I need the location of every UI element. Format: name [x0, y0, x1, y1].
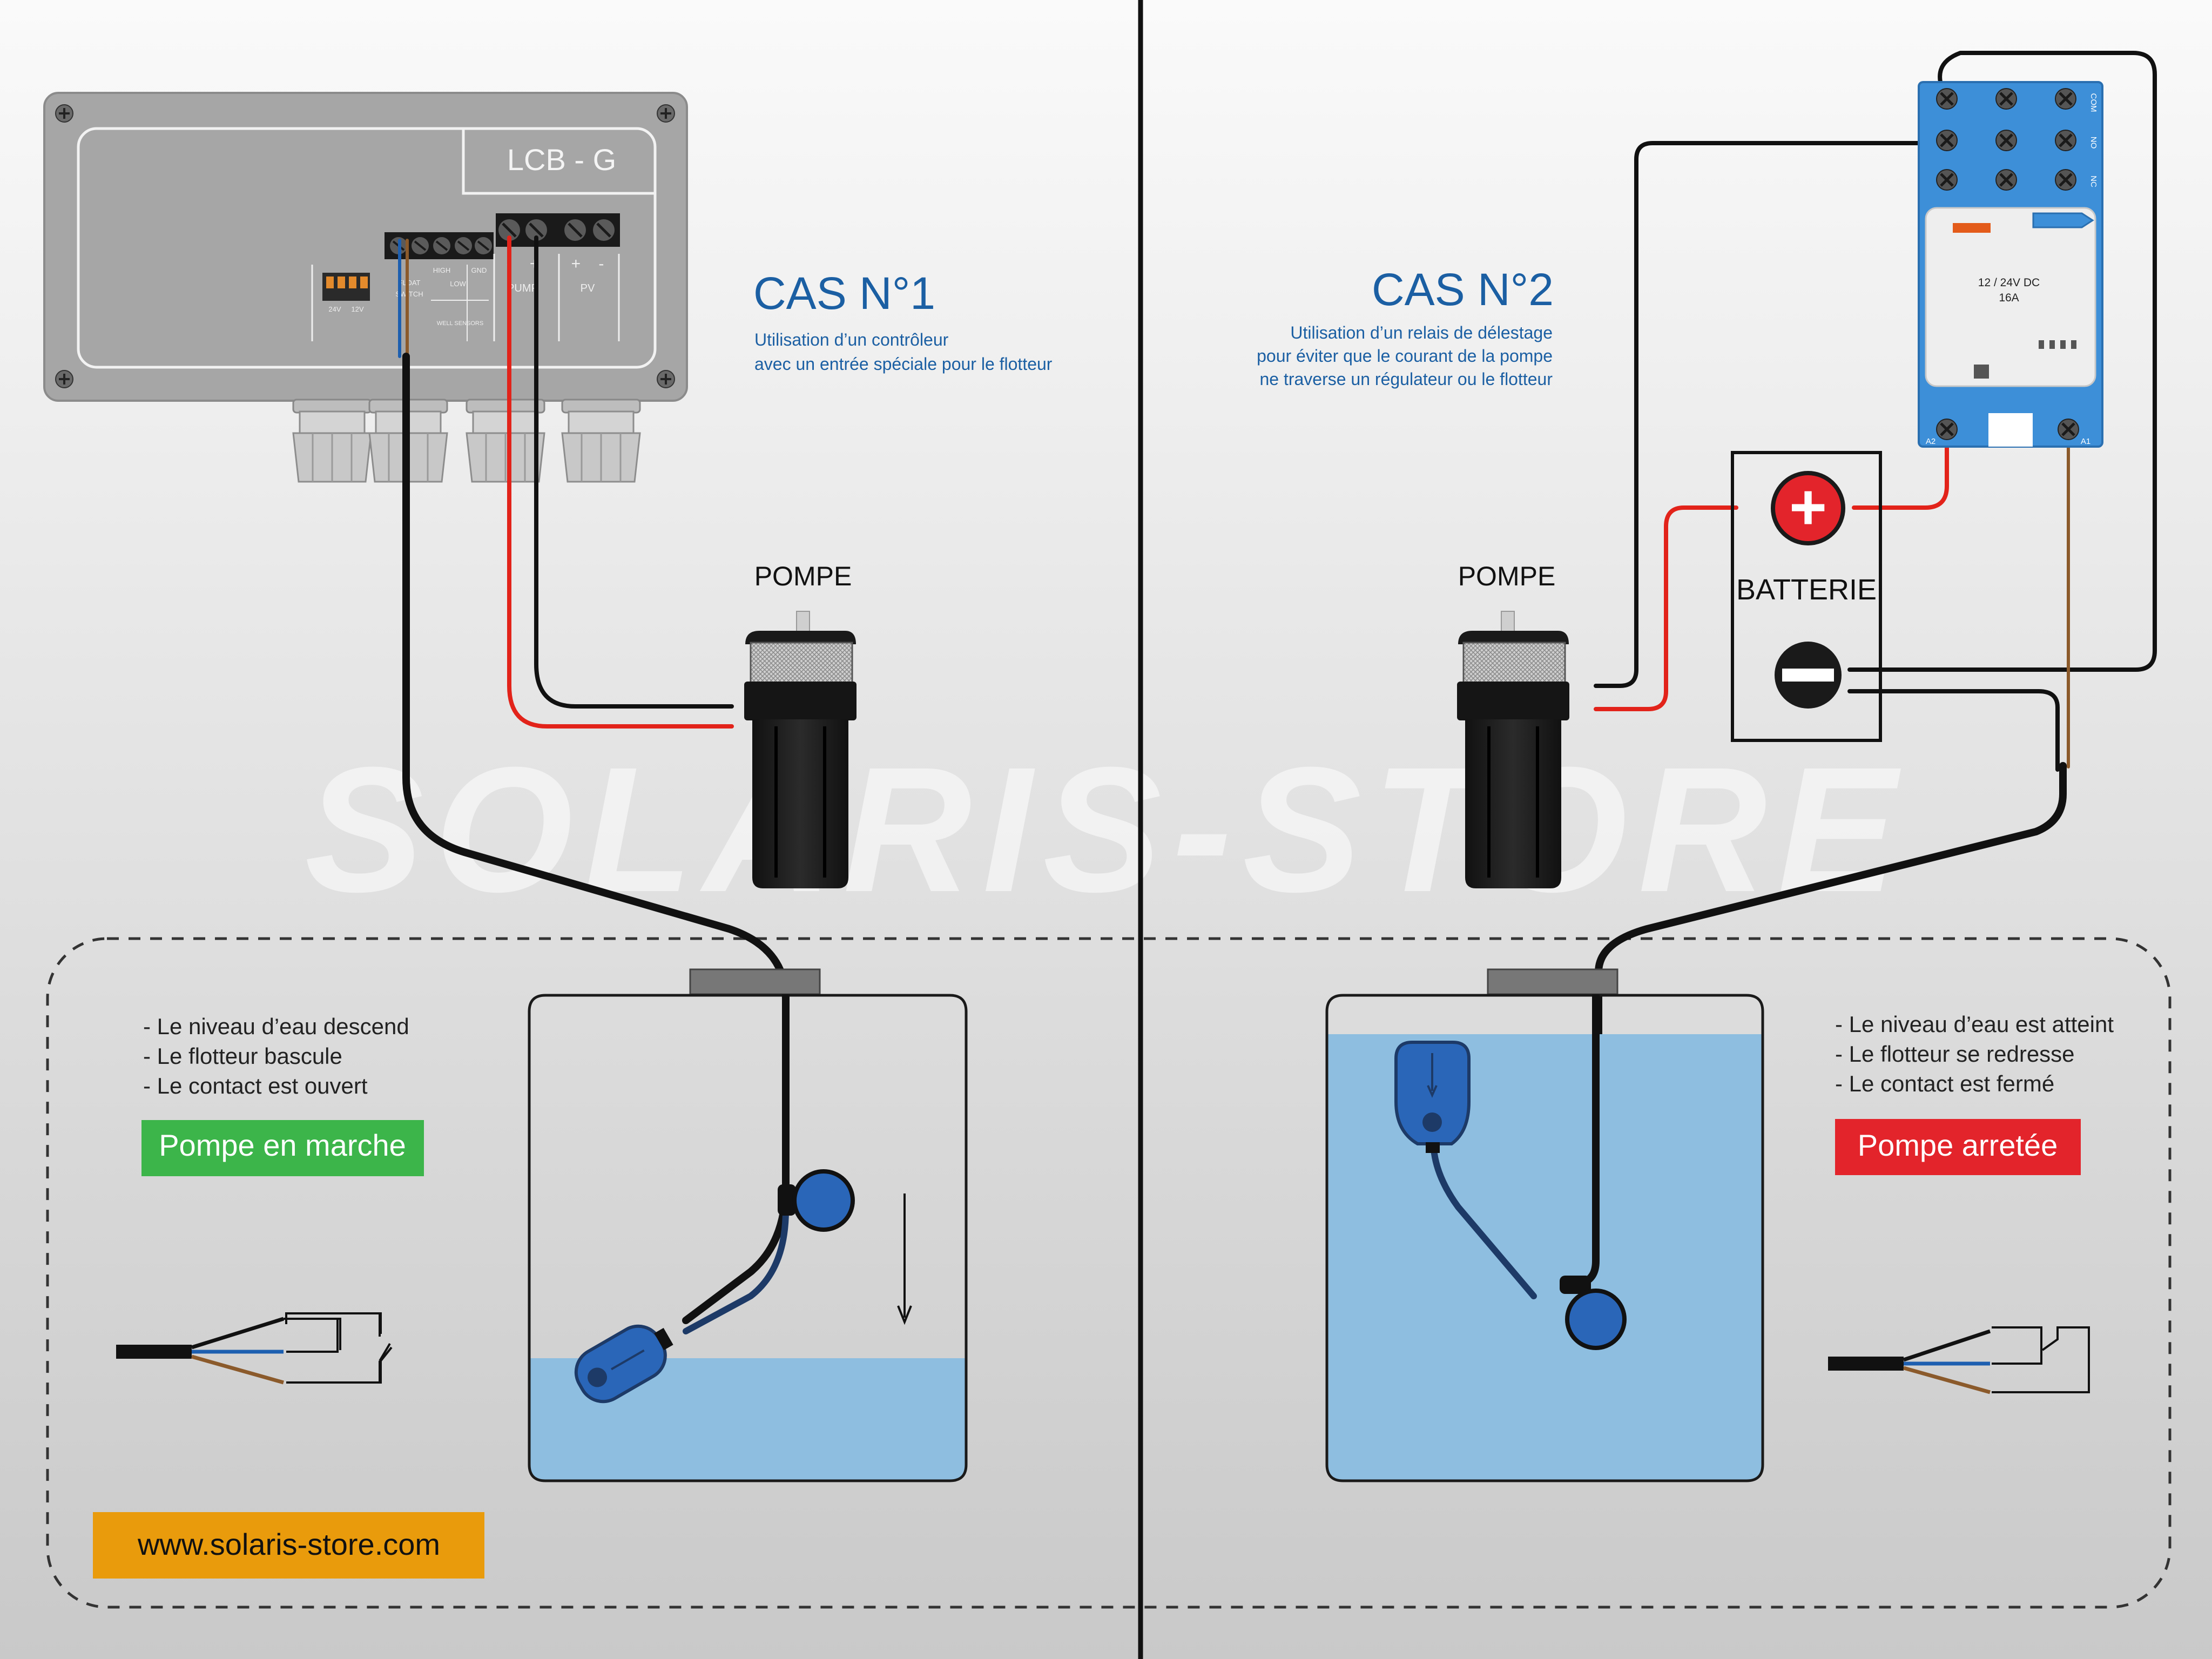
term-float-top: FLOAT — [399, 279, 421, 287]
right-note-2: - Le flotteur se redresse — [1835, 1041, 2075, 1067]
right-note-1: - Le niveau d’eau est atteint — [1835, 1011, 2114, 1037]
status-pump-running-badge — [141, 1120, 424, 1176]
controller-name: LCB - G — [507, 143, 616, 177]
battery: + BATTERIE — [1731, 451, 1882, 742]
case2-desc-line3: ne traverse un régulateur ou le flotteur — [1259, 369, 1553, 389]
controller-lcb-g: LCB - G 24V 12V FLOAT SWITCH HIGH GND LO… — [43, 92, 688, 483]
pv-signs: + - — [571, 255, 604, 273]
float-switch-schematic-open — [116, 1312, 393, 1385]
pump-right — [1457, 611, 1569, 888]
left-note-3: - Le contact est ouvert — [143, 1073, 368, 1098]
watermark: SOLARIS-STORE — [305, 730, 1907, 929]
right-note-3: - Le contact est fermé — [1835, 1071, 2054, 1096]
case1-title: CAS N°1 — [753, 268, 935, 319]
float-right-counterweight — [1565, 1289, 1627, 1350]
term-high: HIGH — [433, 266, 451, 274]
tank-right — [1325, 968, 1764, 1482]
relay-nc-label: NC — [2089, 176, 2098, 187]
tank-left — [528, 968, 968, 1482]
relay-a2-label: A2 — [1926, 437, 1936, 446]
battery-plus-sign: + — [1789, 471, 1827, 543]
status-pump-stopped: Pompe arretée — [1858, 1128, 2058, 1162]
relay-com-label: COM — [2089, 93, 2098, 112]
term-gnd: GND — [471, 266, 487, 274]
case2-desc-line1: Utilisation d’un relais de délestage — [1290, 323, 1553, 342]
relay-current: 16A — [1999, 292, 2019, 304]
battery-plus-icon — [1771, 471, 1845, 545]
term-low: LOW — [450, 280, 466, 288]
left-note-1: - Le niveau d’eau descend — [143, 1014, 409, 1039]
case1-desc-line1: Utilisation d’un contrôleur — [754, 330, 949, 349]
float-left-counterweight — [792, 1169, 855, 1232]
pump-left — [744, 611, 857, 888]
case1-desc-line2: avec un entrée spéciale pour le flotteur — [754, 354, 1053, 374]
switch-label-24v: 24V — [328, 305, 341, 313]
float-switch-schematic-closed — [1828, 1326, 2090, 1394]
pump-right-label: POMPE — [1458, 561, 1556, 591]
relay-voltage: 12 / 24V DC — [1978, 276, 2040, 289]
term-float-bottom: SWITCH — [395, 290, 423, 298]
relay-no-label: NO — [2089, 137, 2098, 149]
case1-wiring — [398, 235, 790, 1324]
tank-region-frame — [46, 937, 2171, 1609]
pump-signs: - + — [507, 255, 539, 273]
pv-label: PV — [581, 282, 595, 294]
left-note-2: - Le flotteur bascule — [143, 1043, 342, 1069]
case2-desc-line2: pour éviter que le courant de la pompe — [1257, 346, 1553, 366]
website-link[interactable]: www.solaris-store.com — [137, 1527, 440, 1561]
battery-label: BATTERIE — [1736, 574, 1877, 606]
term-well-sensors: WELL SENSORS — [437, 320, 483, 327]
pump-left-label: POMPE — [754, 561, 852, 591]
relay-module: 12 / 24V DC 16A COM NO NC A2 A1 — [1918, 81, 2103, 448]
website-badge — [93, 1512, 484, 1579]
relay-a1-label: A1 — [2081, 437, 2090, 446]
switch-label-12v: 12V — [351, 305, 363, 313]
pump-label: PUMP — [507, 282, 538, 294]
status-pump-stopped-badge — [1835, 1119, 2081, 1175]
status-pump-running: Pompe en marche — [159, 1128, 406, 1162]
case2-title: CAS N°2 — [1372, 264, 1554, 315]
